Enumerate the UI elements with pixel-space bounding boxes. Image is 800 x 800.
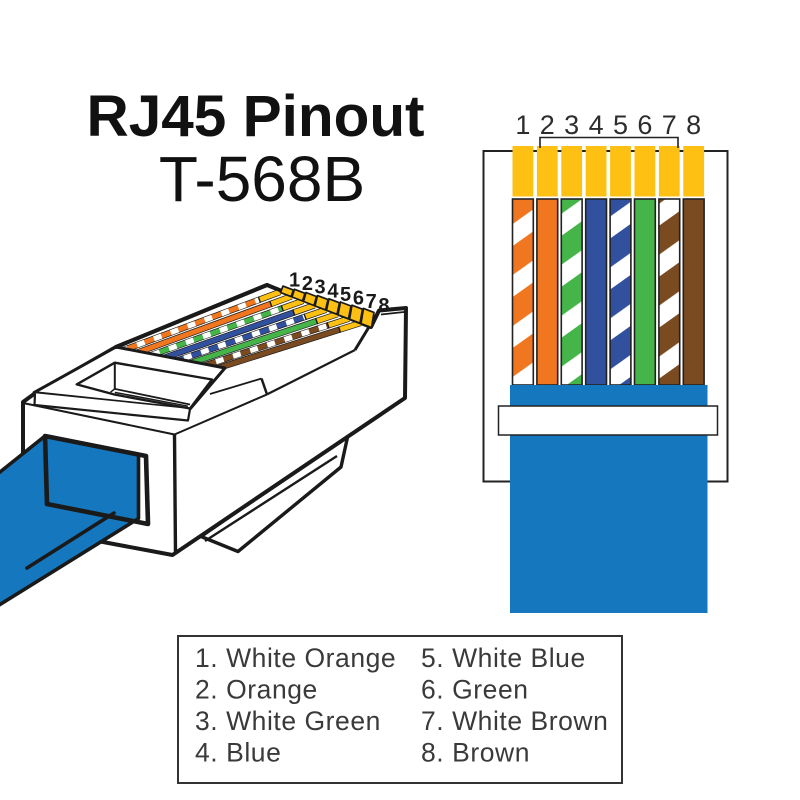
svg-text:2: 2 [540, 110, 555, 140]
svg-text:T-568B: T-568B [159, 143, 365, 215]
svg-text:5: 5 [340, 284, 351, 306]
svg-text:3. White Green: 3. White Green [195, 706, 381, 736]
svg-text:4: 4 [327, 280, 339, 302]
svg-text:7: 7 [662, 110, 677, 140]
svg-text:3: 3 [315, 277, 326, 299]
svg-text:3: 3 [564, 110, 579, 140]
svg-text:8: 8 [686, 110, 701, 140]
svg-text:7: 7 [366, 291, 377, 313]
svg-text:5. White Blue: 5. White Blue [421, 643, 586, 673]
svg-text:1: 1 [515, 110, 530, 140]
svg-text:RJ45 Pinout: RJ45 Pinout [86, 84, 424, 149]
svg-text:6: 6 [353, 288, 364, 310]
svg-text:2. Orange: 2. Orange [195, 675, 318, 705]
svg-text:5: 5 [613, 110, 628, 140]
svg-text:6. Green: 6. Green [421, 675, 529, 705]
svg-text:7. White Brown: 7. White Brown [421, 706, 608, 736]
svg-text:1: 1 [289, 269, 300, 291]
svg-text:6: 6 [637, 110, 652, 140]
svg-text:4. Blue: 4. Blue [195, 738, 281, 768]
svg-text:4: 4 [589, 110, 604, 140]
svg-text:8. Brown: 8. Brown [421, 738, 530, 768]
svg-text:2: 2 [302, 273, 313, 295]
svg-text:8: 8 [378, 295, 389, 317]
svg-text:1. White Orange: 1. White Orange [195, 643, 396, 673]
